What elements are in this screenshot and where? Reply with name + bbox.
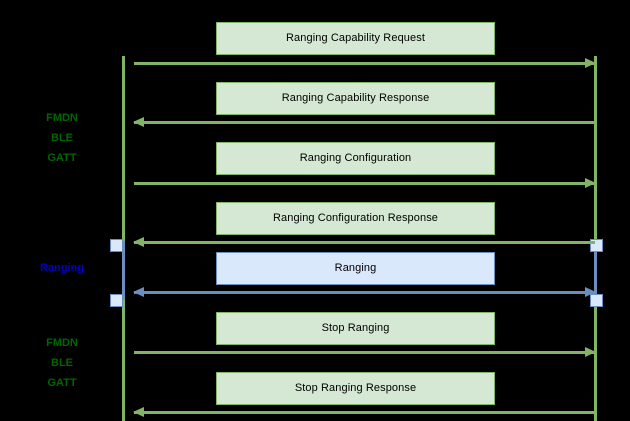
message-box-stop-ranging: Stop Ranging — [216, 312, 495, 345]
right-lifeline-ranging-segment — [594, 241, 597, 302]
message-arrow-stop-ranging — [134, 347, 596, 357]
arrow-head-right — [585, 178, 596, 188]
message-box-ranging: Ranging — [216, 252, 495, 285]
right-lifeline-upper — [594, 56, 597, 241]
phase-label-fmdn-top: FMDN BLE GATT — [46, 112, 78, 164]
arrow-shaft — [134, 411, 595, 414]
message-box-ranging-capability-response: Ranging Capability Response — [216, 82, 495, 115]
arrow-shaft — [134, 351, 595, 354]
message-arrow-ranging-right — [134, 287, 596, 297]
right-lifeline-lower — [594, 300, 597, 421]
arrow-shaft — [134, 182, 595, 185]
arrow-shaft — [134, 291, 595, 294]
message-arrow-ranging-configuration — [134, 178, 596, 188]
arrow-head-right — [585, 287, 596, 297]
arrow-head-left — [133, 287, 144, 297]
activation-left-start — [110, 239, 123, 252]
message-arrow-ranging-configuration-response — [133, 237, 595, 247]
arrow-head-right — [585, 58, 596, 68]
arrow-head-left — [133, 117, 144, 127]
message-arrow-stop-ranging-response — [133, 407, 595, 417]
message-box-stop-ranging-response: Stop Ranging Response — [216, 372, 495, 405]
activation-left-end — [110, 294, 123, 307]
message-arrow-ranging-capability-response — [133, 117, 595, 127]
message-arrow-ranging-left — [133, 287, 595, 297]
left-lifeline-upper — [122, 56, 125, 241]
arrow-shaft — [134, 241, 595, 244]
phase-label-ranging: Ranging — [40, 262, 84, 274]
left-lifeline-lower — [122, 300, 125, 421]
phase-label-fmdn-bottom: FMDN BLE GATT — [46, 337, 78, 389]
left-lifeline-ranging-segment — [122, 241, 125, 302]
message-box-ranging-configuration-response: Ranging Configuration Response — [216, 202, 495, 235]
message-box-ranging-capability-request: Ranging Capability Request — [216, 22, 495, 55]
arrow-head-left — [133, 407, 144, 417]
arrow-shaft — [134, 62, 595, 65]
activation-right-end — [590, 294, 603, 307]
arrow-head-left — [133, 237, 144, 247]
message-box-ranging-configuration: Ranging Configuration — [216, 142, 495, 175]
arrow-head-right — [585, 347, 596, 357]
message-arrow-ranging-capability-request — [134, 58, 596, 68]
arrow-shaft — [134, 121, 595, 124]
